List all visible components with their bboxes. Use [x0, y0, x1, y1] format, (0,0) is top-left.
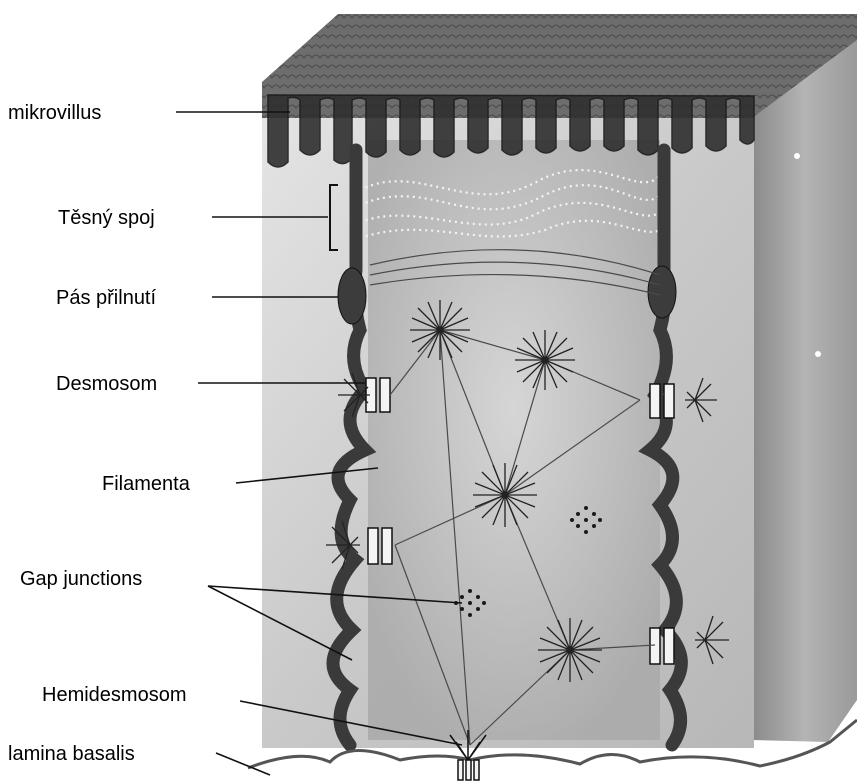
- label-mikrovillus: mikrovillus: [8, 102, 101, 124]
- labels: mikrovillus Těsný spoj Pás přilnutí Desm…: [8, 102, 191, 765]
- label-basal-lamina: lamina basalis: [8, 743, 135, 765]
- label-gap-junctions: Gap junctions: [20, 568, 142, 590]
- side-face: [752, 40, 857, 742]
- central-cell-cytoplasm: [368, 140, 660, 740]
- label-desmosome: Desmosom: [56, 373, 157, 395]
- label-filaments: Filamenta: [102, 473, 191, 495]
- label-adhesion-belt: Pás přilnutí: [56, 287, 156, 309]
- side-nucleus-dot: [794, 153, 800, 159]
- label-hemidesmosome: Hemidesmosom: [42, 684, 186, 706]
- label-tight-junction: Těsný spoj: [58, 207, 155, 229]
- side-nucleus-dot: [815, 351, 821, 357]
